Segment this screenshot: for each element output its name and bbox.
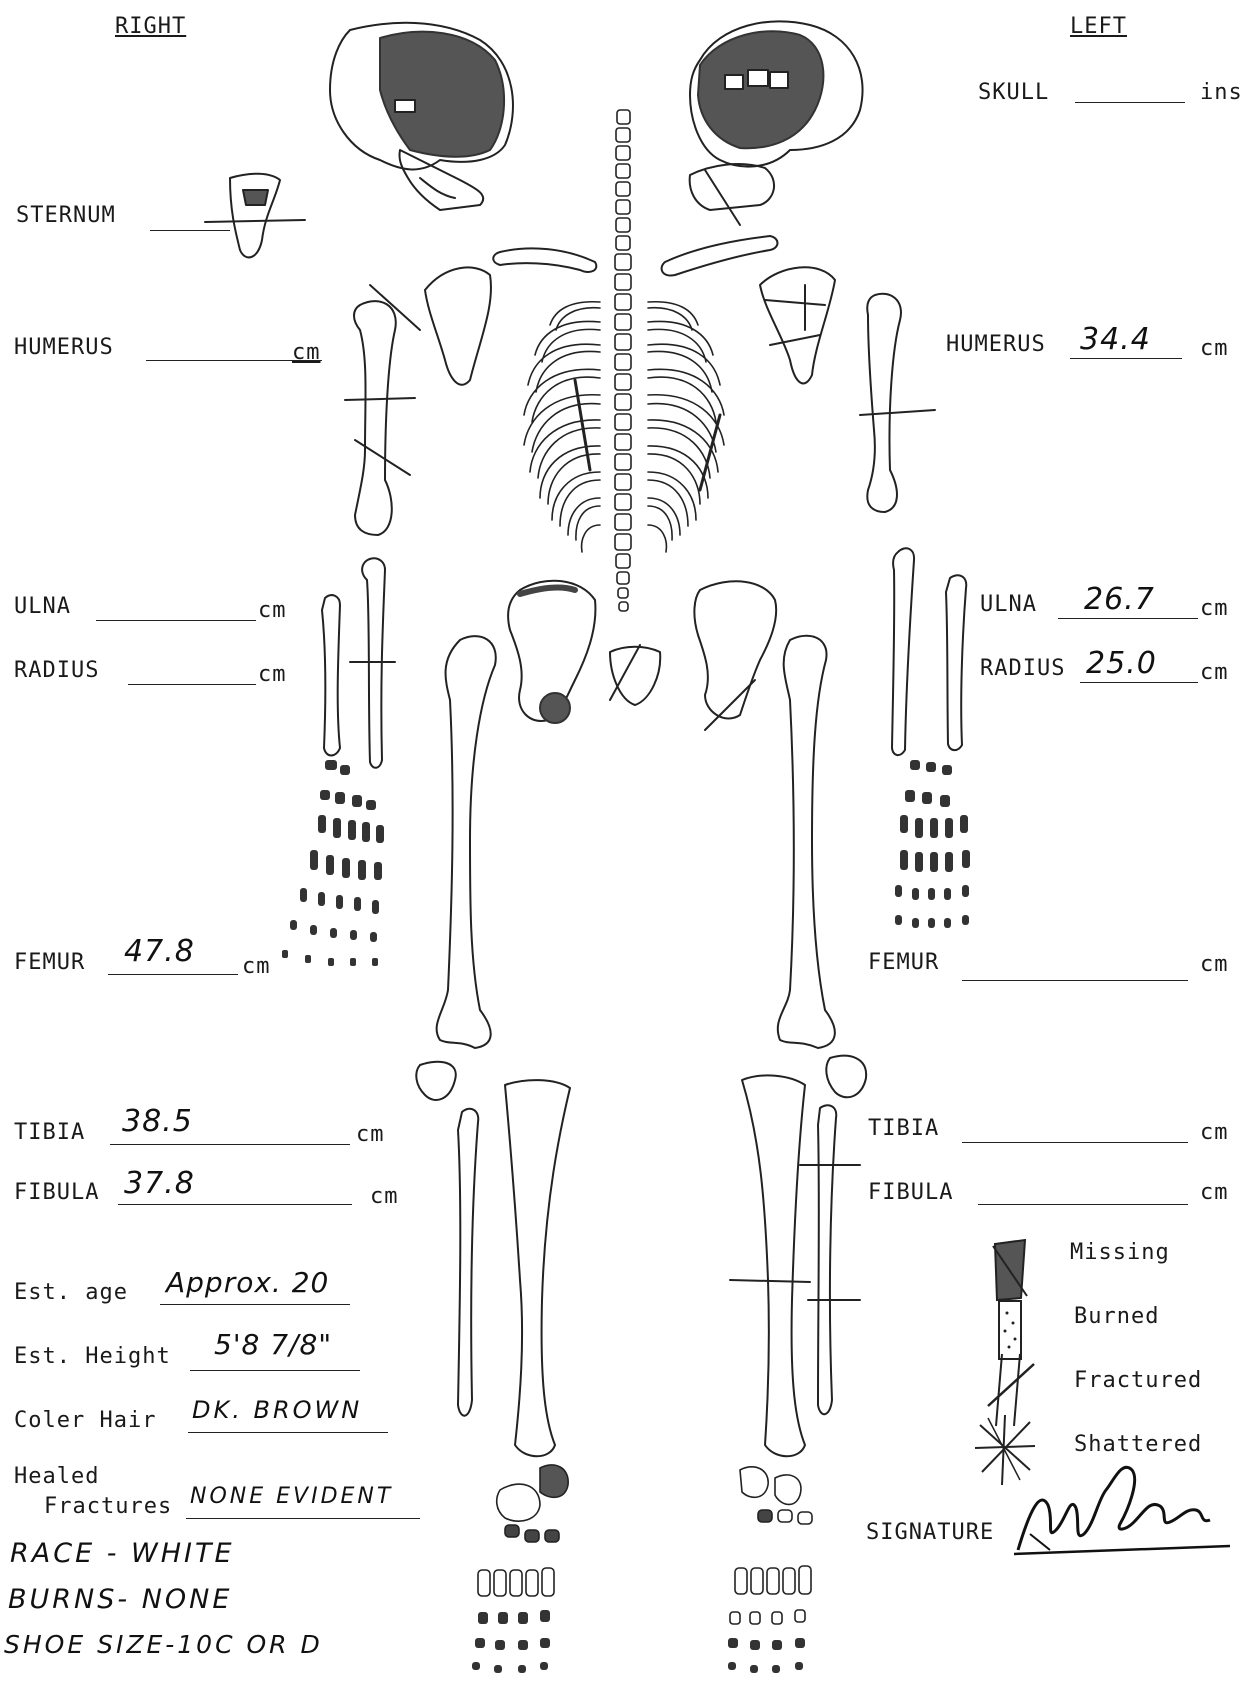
note-race: RACE - WHITE xyxy=(10,1538,235,1569)
hand-left-drawing xyxy=(895,760,970,928)
femur-right-unit: cm xyxy=(242,954,271,979)
fibula-right-label: FIBULA xyxy=(14,1180,99,1205)
ulna-right-drawing xyxy=(362,558,385,767)
foot-left-drawing xyxy=(728,1467,812,1673)
hair-color-field xyxy=(188,1432,388,1433)
ribs-right-drawing xyxy=(524,302,600,552)
fibula-right-drawing xyxy=(458,1109,478,1416)
patella-right-drawing xyxy=(416,1062,455,1100)
est-age-label: Est. age xyxy=(14,1280,128,1305)
ulna-left-value[interactable]: 26.7 xyxy=(1084,582,1155,617)
humerus-right-unit: cm xyxy=(292,340,321,365)
legend-fractured-label: Fractured xyxy=(1074,1368,1202,1393)
radius-left-label: RADIUS xyxy=(980,656,1065,681)
femur-left-unit: cm xyxy=(1200,952,1229,977)
signature-mark xyxy=(1010,1450,1240,1560)
sternum-drawing xyxy=(205,174,305,258)
tibia-right-drawing xyxy=(505,1080,570,1456)
healed-label-line1: Healed xyxy=(14,1464,99,1489)
pelvis-left-drawing xyxy=(694,581,776,718)
femur-left-field[interactable] xyxy=(962,980,1188,981)
est-age-value[interactable]: Approx. 20 xyxy=(166,1266,329,1299)
fibula-left-drawing xyxy=(818,1105,836,1414)
fibula-left-label: FIBULA xyxy=(868,1180,953,1205)
femur-left-label: FEMUR xyxy=(868,950,939,975)
spine-drawing xyxy=(615,110,631,611)
humerus-left-field xyxy=(1070,358,1182,359)
tibia-right-field xyxy=(110,1144,350,1145)
sternum-field[interactable] xyxy=(150,230,230,231)
ulna-left-unit: cm xyxy=(1200,596,1229,621)
note-burns: BURNS- NONE xyxy=(8,1584,232,1615)
radius-right-field[interactable] xyxy=(128,684,256,685)
ulna-left-field xyxy=(1058,618,1198,619)
ulna-left-label: ULNA xyxy=(980,592,1037,617)
est-height-value[interactable]: 5'8 7/8" xyxy=(214,1328,332,1361)
humerus-left-value[interactable]: 34.4 xyxy=(1080,322,1151,357)
skull-label: SKULL xyxy=(978,80,1049,105)
hand-right-drawing xyxy=(282,760,384,966)
scapula-left-drawing xyxy=(760,267,835,383)
est-age-field xyxy=(160,1304,350,1305)
humerus-left-drawing xyxy=(867,294,901,512)
skull-unit: ins xyxy=(1200,80,1243,105)
patella-left-drawing xyxy=(826,1056,866,1097)
est-height-label: Est. Height xyxy=(14,1344,171,1369)
tibia-right-value[interactable]: 38.5 xyxy=(122,1104,193,1139)
femur-left-drawing xyxy=(778,636,835,1048)
fibula-left-field[interactable] xyxy=(978,1204,1188,1205)
ribs-left-drawing xyxy=(648,302,724,552)
femur-right-field xyxy=(108,974,238,975)
fibula-right-value[interactable]: 37.8 xyxy=(124,1166,195,1201)
skull-right-drawing xyxy=(330,23,513,210)
humerus-left-unit: cm xyxy=(1200,336,1229,361)
fibula-right-unit: cm xyxy=(370,1184,399,1209)
radius-left-value[interactable]: 25.0 xyxy=(1086,646,1157,681)
femur-right-drawing xyxy=(437,636,496,1048)
healed-label-line2: Fractures xyxy=(44,1494,172,1519)
radius-right-unit: cm xyxy=(258,662,287,687)
radius-left-field xyxy=(1080,682,1198,683)
right-header: RIGHT xyxy=(115,14,186,39)
tibia-left-label: TIBIA xyxy=(868,1116,939,1141)
hair-color-label: Coler Hair xyxy=(14,1408,156,1433)
fibula-left-unit: cm xyxy=(1200,1180,1229,1205)
radius-left-drawing xyxy=(946,575,966,750)
ulna-right-unit: cm xyxy=(258,598,287,623)
left-header: LEFT xyxy=(1070,14,1127,39)
femur-right-label: FEMUR xyxy=(14,950,85,975)
tibia-left-unit: cm xyxy=(1200,1120,1229,1145)
skull-left-drawing xyxy=(690,21,863,225)
humerus-right-drawing xyxy=(354,301,396,535)
radius-left-unit: cm xyxy=(1200,660,1229,685)
clavicle-right-drawing xyxy=(493,248,596,272)
legend-burned-label: Burned xyxy=(1074,1304,1159,1329)
humerus-left-label: HUMERUS xyxy=(946,332,1046,357)
ulna-right-field[interactable] xyxy=(96,620,256,621)
femur-right-value[interactable]: 47.8 xyxy=(124,934,195,969)
ulna-left-drawing xyxy=(892,548,914,755)
radius-right-label: RADIUS xyxy=(14,658,99,683)
tibia-right-label: TIBIA xyxy=(14,1120,85,1145)
tibia-left-field[interactable] xyxy=(962,1142,1188,1143)
skull-field[interactable] xyxy=(1075,102,1185,103)
humerus-right-label: HUMERUS xyxy=(14,335,114,360)
foot-right-drawing xyxy=(472,1465,568,1673)
scapula-right-drawing xyxy=(425,267,491,384)
tibia-left-drawing xyxy=(742,1075,805,1456)
fibula-right-field xyxy=(118,1204,352,1205)
healed-fractures-field xyxy=(186,1518,420,1519)
note-shoe-size: SHOE SIZE-10C OR D xyxy=(4,1630,323,1659)
tibia-right-unit: cm xyxy=(356,1122,385,1147)
ulna-right-label: ULNA xyxy=(14,594,71,619)
clavicle-left-drawing xyxy=(662,236,778,276)
sternum-label: STERNUM xyxy=(16,203,116,228)
healed-fractures-value[interactable]: NONE EVIDENT xyxy=(190,1484,393,1509)
hair-color-value[interactable]: DK. BROWN xyxy=(192,1396,362,1424)
legend-missing-label: Missing xyxy=(1070,1240,1170,1265)
est-height-field xyxy=(190,1370,360,1371)
signature-label: SIGNATURE xyxy=(866,1520,994,1545)
radius-right-drawing xyxy=(322,595,340,755)
